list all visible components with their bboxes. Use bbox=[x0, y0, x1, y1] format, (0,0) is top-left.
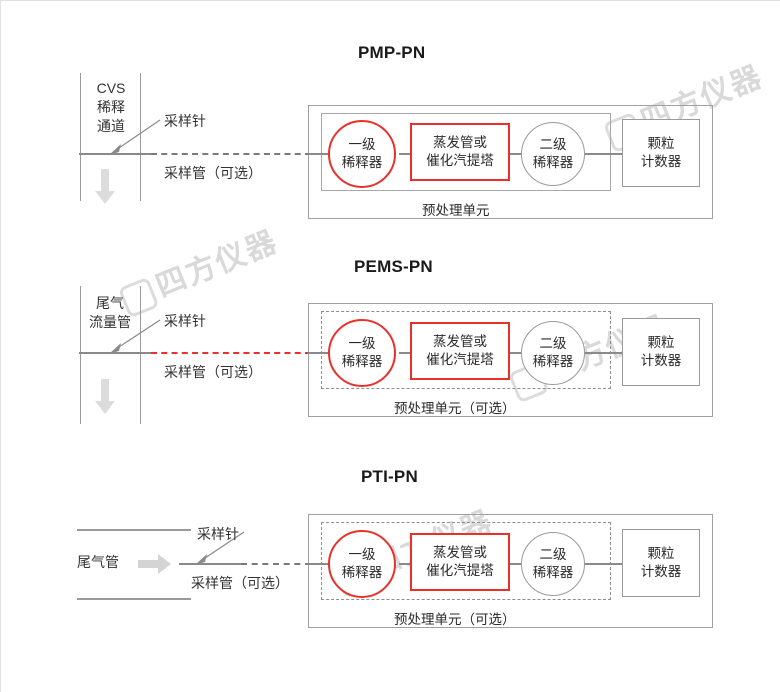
counter-label-line: 计数器 bbox=[640, 353, 682, 368]
stage-label-line: 二级 bbox=[539, 336, 567, 351]
sampling-point-line bbox=[79, 352, 151, 354]
tailpipe-top-wall bbox=[77, 529, 191, 531]
stage-label-line: 催化汽提塔 bbox=[426, 352, 494, 367]
flow-arrow-down-icon bbox=[95, 379, 115, 414]
connector-line bbox=[399, 153, 413, 155]
stage-secondary-diluter: 二级 稀释器 bbox=[521, 321, 585, 385]
stage-label-line: 一级 bbox=[348, 137, 376, 152]
section-title-pems-pn: PEMS-PN bbox=[354, 257, 433, 276]
sampling-point-line bbox=[79, 153, 151, 155]
source-label-tailpipe: 尾气管 bbox=[77, 554, 119, 570]
pretreatment-inner-box bbox=[321, 311, 611, 389]
stage-label-line: 二级 bbox=[539, 547, 567, 562]
sampling-tube-label: 采样管（可选） bbox=[164, 364, 262, 380]
sampling-needle-label: 采样针 bbox=[164, 113, 206, 129]
source-label-cvs: CVS 稀释 通道 bbox=[85, 79, 137, 136]
sampling-needle-arrow-icon bbox=[109, 119, 161, 155]
stage-label-line: 一级 bbox=[348, 547, 376, 562]
connector-line bbox=[508, 352, 523, 354]
watermark-text: 四方仪器 bbox=[151, 225, 283, 304]
stage-label-line: 一级 bbox=[348, 336, 376, 351]
connector-line bbox=[399, 563, 413, 565]
connector-line bbox=[585, 352, 623, 354]
section-title-pmp-pn: PMP-PN bbox=[358, 43, 426, 62]
sampling-tube-label: 采样管（可选） bbox=[191, 575, 289, 591]
connector-line bbox=[508, 563, 523, 565]
connector-line bbox=[585, 563, 623, 565]
stage-label-line: 蒸发管或 bbox=[433, 135, 487, 150]
source-label-line: 通道 bbox=[97, 118, 125, 134]
pretreatment-unit-caption: 预处理单元（可选） bbox=[394, 612, 516, 627]
stage-evaporation-tube: 蒸发管或 催化汽提塔 bbox=[410, 123, 510, 181]
sampling-tube-line bbox=[241, 563, 311, 565]
pretreatment-outer-box bbox=[308, 303, 713, 417]
stage-label-line: 催化汽提塔 bbox=[426, 153, 494, 168]
stage-primary-diluter: 一级 稀释器 bbox=[328, 530, 396, 598]
counter-label-line: 颗粒 bbox=[647, 335, 675, 350]
stage-label-line: 稀释器 bbox=[532, 565, 574, 580]
pretreatment-unit-caption: 预处理单元（可选） bbox=[394, 401, 516, 416]
counter-label-line: 计数器 bbox=[640, 564, 682, 579]
stage-label-line: 稀释器 bbox=[341, 565, 383, 580]
source-label-line: 尾气 bbox=[96, 295, 124, 311]
counter-label-line: 颗粒 bbox=[647, 546, 675, 561]
cvs-duct-right-wall bbox=[140, 73, 141, 201]
stage-label-line: 稀释器 bbox=[341, 354, 383, 369]
stage-label-line: 二级 bbox=[539, 137, 567, 152]
connector-line bbox=[585, 153, 623, 155]
cvs-duct-left-wall bbox=[80, 73, 81, 201]
particle-counter-box: 颗粒 计数器 bbox=[622, 119, 700, 187]
source-label-line: CVS bbox=[96, 80, 126, 96]
exhaust-duct-left-wall bbox=[80, 286, 81, 424]
source-label-line: 稀释 bbox=[97, 99, 125, 115]
connector-line bbox=[399, 352, 413, 354]
sampling-point-line bbox=[179, 563, 241, 565]
stage-label-line: 催化汽提塔 bbox=[426, 563, 494, 578]
stage-label-line: 稀释器 bbox=[532, 155, 574, 170]
stage-label-line: 稀释器 bbox=[532, 354, 574, 369]
counter-label-line: 计数器 bbox=[640, 154, 682, 169]
stage-evaporation-tube: 蒸发管或 催化汽提塔 bbox=[410, 322, 510, 380]
stage-secondary-diluter: 二级 稀释器 bbox=[521, 122, 585, 186]
pretreatment-inner-box bbox=[321, 113, 611, 191]
connector-line bbox=[308, 563, 330, 565]
exhaust-duct-right-wall bbox=[140, 286, 141, 424]
sampling-tube-line bbox=[151, 153, 311, 155]
stage-secondary-diluter: 二级 稀释器 bbox=[521, 532, 585, 596]
particle-counter-box: 颗粒 计数器 bbox=[622, 529, 700, 597]
stage-primary-diluter: 一级 稀释器 bbox=[328, 319, 396, 387]
pretreatment-outer-box bbox=[308, 514, 713, 628]
source-label-exhaust-flow-tube: 尾气 流量管 bbox=[79, 294, 141, 332]
stage-primary-diluter: 一级 稀释器 bbox=[328, 120, 396, 188]
stage-label-line: 蒸发管或 bbox=[433, 545, 487, 560]
stage-label-line: 蒸发管或 bbox=[433, 334, 487, 349]
stage-label-line: 稀释器 bbox=[341, 155, 383, 170]
sampling-needle-label: 采样针 bbox=[164, 313, 206, 329]
sampling-needle-label: 采样针 bbox=[197, 526, 239, 542]
flow-arrow-down-icon bbox=[95, 169, 115, 204]
tailpipe-bottom-wall bbox=[77, 598, 191, 600]
connector-line bbox=[508, 153, 523, 155]
sampling-tube-label: 采样管（可选） bbox=[164, 165, 262, 181]
source-label-line: 流量管 bbox=[89, 314, 131, 330]
flow-arrow-right-icon bbox=[138, 554, 171, 574]
connector-line bbox=[308, 352, 330, 354]
sampling-needle-arrow-icon bbox=[109, 319, 161, 354]
sampling-tube-line bbox=[151, 352, 311, 354]
connector-line bbox=[308, 153, 330, 155]
section-title-pti-pn: PTI-PN bbox=[361, 467, 418, 486]
pretreatment-inner-box bbox=[321, 522, 611, 600]
particle-counter-box: 颗粒 计数器 bbox=[622, 318, 700, 386]
counter-label-line: 颗粒 bbox=[647, 136, 675, 151]
sampling-needle-arrow-icon bbox=[195, 531, 245, 565]
stage-evaporation-tube: 蒸发管或 催化汽提塔 bbox=[410, 533, 510, 591]
pretreatment-outer-box bbox=[308, 105, 713, 219]
pretreatment-unit-caption: 预处理单元 bbox=[422, 203, 490, 218]
